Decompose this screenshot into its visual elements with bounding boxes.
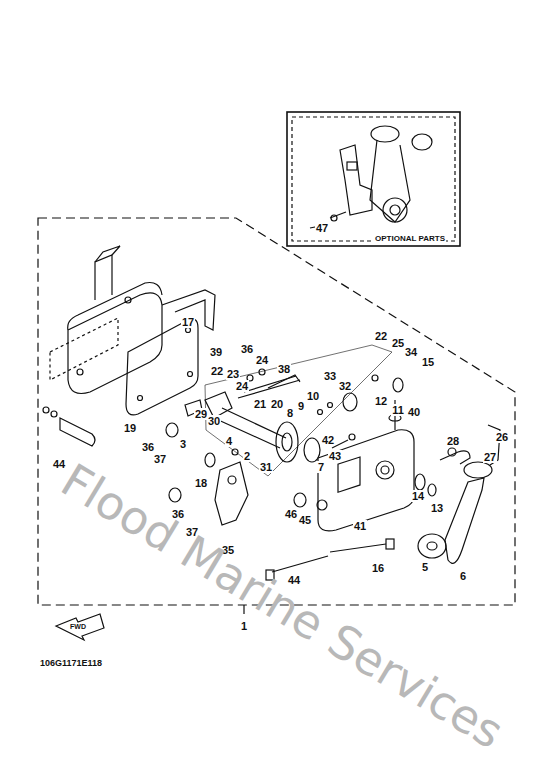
callout-number: 40 [407,406,421,418]
callout-number: 42 [321,434,335,446]
callout-number: 45 [298,514,312,526]
assembly-boundary [38,218,515,605]
callout-number: 39 [209,346,223,358]
callout-number: 22 [374,330,388,342]
gasket-plate [126,319,198,415]
callout-number: 18 [194,477,208,489]
callout-number: 10 [306,390,320,402]
callout-number: 38 [277,363,291,375]
callout-number: 30 [207,415,221,427]
callout-number: 27 [483,451,497,463]
callout-number: 7 [317,461,325,473]
callout-number: 2 [243,450,251,462]
optional-parts-box [287,112,460,246]
callout-number: 24 [255,354,269,366]
fwd-arrow [56,614,104,640]
callout-number: 11 [391,404,405,416]
callout-number: 13 [430,502,444,514]
pin-set [43,407,95,446]
remote-control-housing [68,246,215,394]
callout-number: 34 [404,346,418,358]
watermark: Flood Marine Services [52,454,512,758]
callout-number: 23 [226,368,240,380]
callout-number: 36 [240,343,254,355]
callout-number: 31 [259,461,273,473]
callout-number: 20 [270,398,284,410]
callout-number: 9 [297,400,305,412]
callout-number: 43 [328,450,342,462]
direction-label: FWD [69,623,87,631]
shift-mechanism [166,369,403,525]
callout-number: 28 [446,435,460,447]
callout-number: 17 [181,316,195,328]
callout-number: 5 [421,561,429,573]
callout-number: 33 [323,370,337,382]
callout-number: 15 [421,356,435,368]
callout-number: 1 [240,620,248,632]
callout-number: 6 [459,570,467,582]
control-housing [294,400,436,531]
callout-number: 37 [153,453,167,465]
callout-number: 4 [225,435,233,447]
callout-number: 21 [253,398,267,410]
callout-number: 26 [495,431,509,443]
callout-number: 14 [411,490,425,502]
callout-number: 19 [123,422,137,434]
callout-number: 44 [52,458,66,470]
callout-number: 22 [210,365,224,377]
callout-number: 36 [141,441,155,453]
callout-number: 12 [374,395,388,407]
subassembly-outline [205,345,392,476]
drawing-code: 106G1171E118 [39,657,103,669]
callout-number: 41 [353,520,367,532]
callout-number: 32 [338,380,352,392]
callout-number: 46 [284,508,298,520]
plate-outline [50,318,118,380]
bolts [266,539,394,580]
callout-number: 3 [179,438,187,450]
throttle-lever [418,425,500,563]
callout-number: 24 [235,380,249,392]
section-title: OPTIONAL PARTS [374,234,446,243]
callout-number: 47 [315,222,329,234]
callout-number: 8 [286,407,294,419]
callout-number: 16 [371,562,385,574]
